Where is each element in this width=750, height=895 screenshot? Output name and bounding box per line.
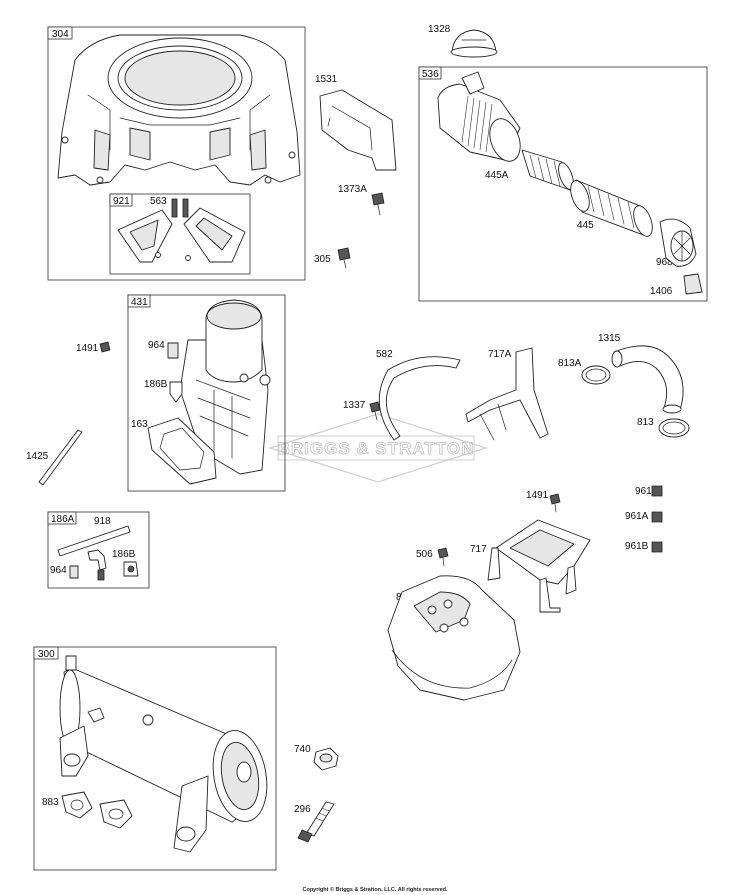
stud-296[interactable] xyxy=(297,801,335,843)
nut-740[interactable] xyxy=(313,747,339,771)
muffler-flanges[interactable] xyxy=(59,707,209,853)
group-label-304: 304 xyxy=(52,29,69,40)
callout-961b: 961B xyxy=(625,541,649,552)
muffler-300[interactable] xyxy=(59,655,274,826)
callout-563: 563 xyxy=(150,196,167,207)
baffle-pair-921[interactable] xyxy=(117,207,246,263)
group-label-921: 921 xyxy=(113,196,130,207)
callout-1315: 1315 xyxy=(598,333,621,344)
callout-813a: 813A xyxy=(558,358,582,369)
screw-1491-b[interactable] xyxy=(549,493,561,513)
callout-717: 717 xyxy=(470,544,487,555)
callout-918: 918 xyxy=(94,516,111,527)
group-frame-300 xyxy=(33,646,277,871)
callout-1531: 1531 xyxy=(315,74,338,85)
screw-1373a[interactable] xyxy=(371,192,385,216)
air-cleaner-housing[interactable] xyxy=(437,71,526,165)
gasket-163[interactable] xyxy=(147,417,217,485)
hose-918[interactable] xyxy=(57,525,131,557)
elbow-186b-a[interactable] xyxy=(169,381,183,403)
screw-961a[interactable] xyxy=(651,511,663,523)
screw-305[interactable] xyxy=(337,247,351,269)
brand-watermark: BRIGGS & STRATTON xyxy=(268,413,488,483)
callout-582: 582 xyxy=(376,349,393,360)
callout-1337: 1337 xyxy=(343,400,366,411)
group-frame-536 xyxy=(418,66,708,302)
screw-506[interactable] xyxy=(437,547,449,567)
callout-1491-a: 1491 xyxy=(76,343,99,354)
screw-pair-563[interactable] xyxy=(171,198,189,218)
callout-1373a: 1373A xyxy=(338,184,367,195)
outer-filter-445[interactable] xyxy=(567,178,656,239)
group-label-186a: 186A xyxy=(51,514,75,525)
fitting-186b-b[interactable] xyxy=(123,561,139,577)
callout-1406: 1406 xyxy=(650,286,673,297)
group-label-536: 536 xyxy=(422,69,439,80)
callout-883: 883 xyxy=(42,797,59,808)
elbow-fitting-186a[interactable] xyxy=(87,549,107,581)
group-tag-921 xyxy=(109,193,133,207)
fitting-964-b[interactable] xyxy=(69,565,79,579)
group-frame-304 xyxy=(47,26,306,281)
callout-964-a: 964 xyxy=(148,340,165,351)
callout-1425: 1425 xyxy=(26,451,49,462)
gasket-pair-883[interactable] xyxy=(61,791,133,829)
screw-961b[interactable] xyxy=(651,541,663,553)
clamp-813[interactable] xyxy=(658,418,690,438)
callout-186b-b: 186B xyxy=(112,549,136,560)
bracket-1531[interactable] xyxy=(319,89,397,171)
callout-717a: 717A xyxy=(488,349,512,360)
callout-1328: 1328 xyxy=(428,24,451,35)
group-tag-300 xyxy=(33,646,59,660)
fitting-964-a[interactable] xyxy=(167,342,179,359)
group-tag-186a xyxy=(47,511,77,525)
group-frame-186a xyxy=(47,511,150,589)
precleaner-cap-1328[interactable] xyxy=(450,29,498,58)
clamp-813a[interactable] xyxy=(581,365,611,385)
group-label-431: 431 xyxy=(131,297,148,308)
callout-813: 813 xyxy=(637,417,654,428)
callout-961a: 961A xyxy=(625,511,649,522)
callout-163: 163 xyxy=(131,419,148,430)
watermark-text: BRIGGS & STRATTON xyxy=(278,439,475,458)
cover-879[interactable] xyxy=(387,575,521,701)
group-label-300: 300 xyxy=(38,649,55,660)
callout-445: 445 xyxy=(577,220,594,231)
screw-1337[interactable] xyxy=(369,401,381,421)
callout-968: 968 xyxy=(656,257,673,268)
callout-186b-a: 186B xyxy=(144,379,168,390)
hose-1425[interactable] xyxy=(38,429,83,486)
strap-582[interactable] xyxy=(378,356,461,441)
callout-964-b: 964 xyxy=(50,565,67,576)
group-frame-431 xyxy=(127,294,286,492)
copyright-notice: Copyright © Briggs & Stratton, LLC. All … xyxy=(302,886,448,893)
inner-filter-445a[interactable] xyxy=(521,149,576,191)
callout-445a: 445A xyxy=(485,170,509,181)
bracket-717[interactable] xyxy=(487,519,591,613)
bracket-717a[interactable] xyxy=(465,347,549,441)
screw-961[interactable] xyxy=(651,485,663,497)
callout-740: 740 xyxy=(294,744,311,755)
cover-968[interactable] xyxy=(659,218,697,267)
callout-305: 305 xyxy=(314,254,331,265)
group-tag-536 xyxy=(418,66,442,80)
callout-506: 506 xyxy=(416,549,433,560)
callout-961: 961 xyxy=(635,486,652,497)
group-frame-921 xyxy=(109,193,251,275)
callout-296: 296 xyxy=(294,804,311,815)
valve-1406[interactable] xyxy=(683,273,703,295)
blower-housing[interactable] xyxy=(57,34,301,186)
callout-1491-b: 1491 xyxy=(526,490,549,501)
hose-elbow-1315[interactable] xyxy=(611,345,684,414)
group-tag-431 xyxy=(127,294,151,308)
screw-1491-a[interactable] xyxy=(99,341,111,353)
group-tag-304 xyxy=(47,26,73,40)
